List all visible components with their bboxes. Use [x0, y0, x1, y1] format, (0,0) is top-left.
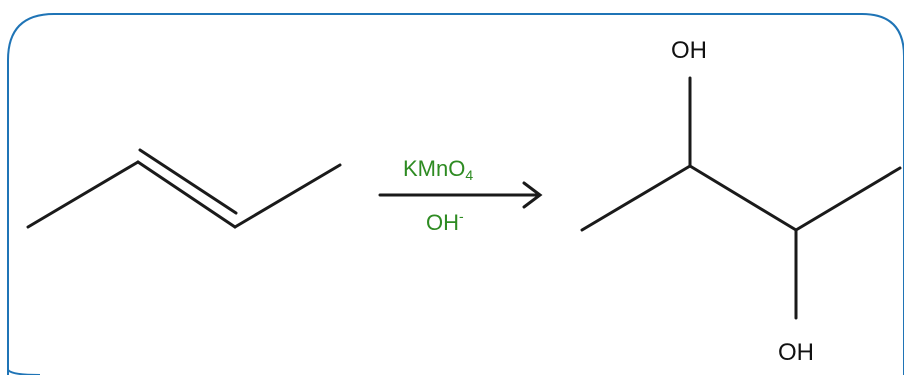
reactant-molecule	[26, 148, 342, 229]
bond-p-c2-c3	[688, 164, 798, 232]
bond-c2-c3-double-outer	[136, 160, 237, 229]
bond-p-c1-c2	[580, 164, 692, 232]
reaction-condition-superscript: -	[459, 208, 464, 224]
bond-c3-c4	[233, 163, 342, 229]
diagram-frame	[7, 13, 904, 375]
reaction-arrow	[378, 181, 543, 209]
bond-c1-c2	[26, 160, 140, 229]
reaction-condition: OH-	[426, 208, 464, 235]
bond-p-c3-c4	[794, 166, 902, 232]
reagent-formula-subscript: 4	[465, 167, 473, 183]
bond-c2-c3-double-inner	[138, 148, 238, 215]
arrow-head	[522, 181, 543, 209]
reagent-formula: KMnO4	[403, 156, 473, 183]
upper-hydroxyl-label: OH	[671, 37, 707, 64]
lower-hydroxyl-label: OH	[778, 339, 814, 366]
reaction-condition-main: OH	[426, 210, 459, 235]
reagent-formula-main: KMnO	[403, 156, 465, 181]
product-molecule	[580, 76, 902, 320]
diagram-frame-bottom	[7, 369, 41, 375]
